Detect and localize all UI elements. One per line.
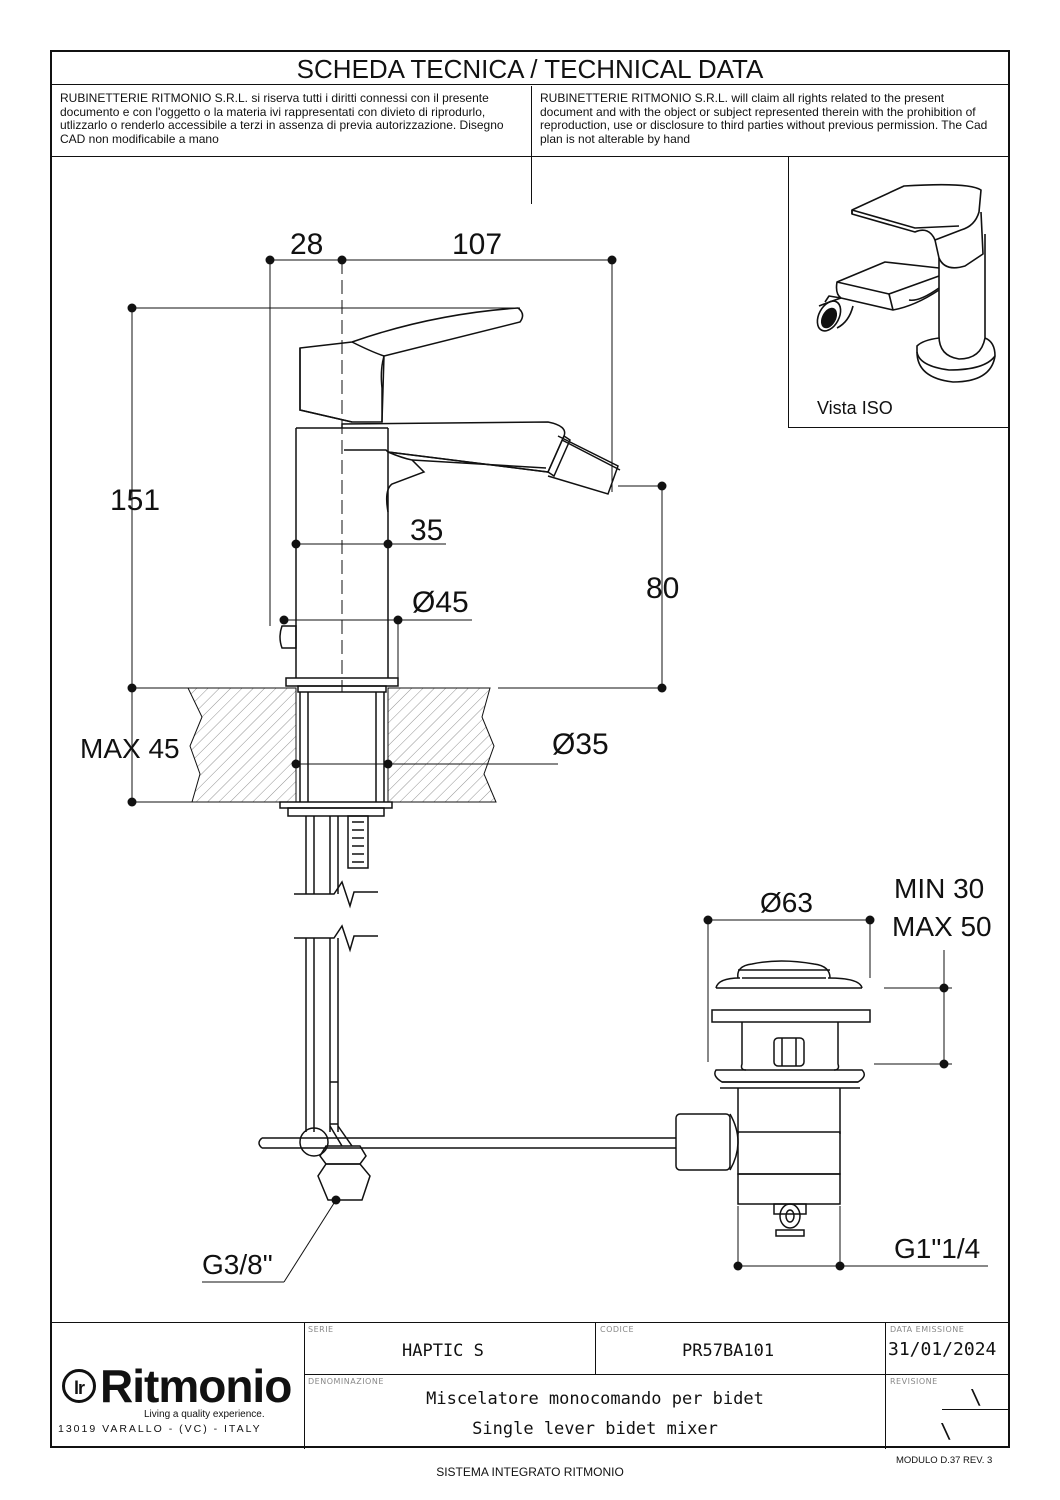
serie-value: HAPTIC S [402, 1341, 484, 1361]
data-emissione-label: DATA EMISSIONE [890, 1325, 965, 1334]
dim-151: 151 [110, 484, 160, 517]
logo-mark-icon: lr [62, 1369, 96, 1403]
denominazione-cell: DENOMINAZIONE Miscelatore monocomando pe… [304, 1375, 886, 1449]
dim-diameter-63: Ø63 [760, 887, 813, 918]
codice-label: CODICE [600, 1325, 635, 1334]
logo-tagline: Living a quality experience. [144, 1409, 265, 1420]
iso-view-label: Vista ISO [817, 398, 893, 418]
data-emissione-value: 31/01/2024 [888, 1339, 997, 1360]
company-logo: lr Ritmonio [62, 1359, 292, 1413]
denominazione-english: Single lever bidet mixer [472, 1419, 718, 1439]
dim-diameter-35: Ø35 [552, 728, 609, 761]
serie-cell: SERIE HAPTIC S [304, 1323, 596, 1375]
codice-value: PR57BA101 [682, 1341, 775, 1361]
denominazione-label: DENOMINAZIONE [308, 1377, 384, 1386]
dim-28: 28 [290, 228, 323, 261]
waste-dimension-lines [202, 919, 988, 1283]
denominazione-italian: Miscelatore monocomando per bidet [426, 1389, 764, 1409]
revisione-divider [942, 1409, 1008, 1410]
waste-dimension-points [331, 915, 949, 1271]
dim-g38-thread: G3/8" [202, 1249, 273, 1280]
mixer-outline [279, 307, 621, 1201]
dimension-lines [131, 259, 663, 803]
revisione-label: REVISIONE [890, 1377, 938, 1386]
company-logo-cell: lr Ritmonio Living a quality experience.… [52, 1323, 305, 1449]
codice-cell: CODICE PR57BA101 [596, 1323, 886, 1375]
revisione-value: \ [970, 1385, 983, 1409]
data-emissione-cell: DATA EMISSIONE 31/01/2024 [886, 1323, 1008, 1375]
module-code: MODULO D.37 REV. 3 [896, 1455, 993, 1466]
technical-drawing: 28 107 151 35 80 Ø45 MAX 45 Ø35 Ø63 MIN … [80, 228, 992, 1283]
dim-35: 35 [410, 514, 443, 547]
divider [52, 156, 1008, 157]
footer-system: SISTEMA INTEGRATO RITMONIO [436, 1465, 624, 1479]
iso-view-drawing [816, 183, 996, 383]
dim-max-45: MAX 45 [80, 733, 180, 764]
title-block: lr Ritmonio Living a quality experience.… [52, 1322, 1008, 1449]
revisione-cell: REVISIONE \ \ [886, 1375, 1008, 1449]
rights-notice-english: RUBINETTERIE RITMONIO S.R.L. will claim … [540, 91, 988, 146]
countertop-section [187, 687, 497, 803]
pop-up-waste [258, 960, 871, 1237]
dim-min-30: MIN 30 [894, 873, 984, 904]
logo-wordmark: Ritmonio [100, 1360, 292, 1412]
dim-107: 107 [452, 228, 502, 261]
serie-label: SERIE [308, 1325, 334, 1334]
dim-80: 80 [646, 572, 679, 605]
company-address: 13019 VARALLO - (VC) - ITALY [58, 1423, 262, 1435]
rights-notice-italian: RUBINETTERIE RITMONIO S.R.L. si riserva … [52, 86, 532, 204]
technical-sheet: SCHEDA TECNICA / TECHNICAL DATA RUBINETT… [50, 50, 1010, 1449]
iso-view-panel: Vista ISO [788, 156, 1009, 428]
dim-g114-thread: G1"1/4 [894, 1233, 980, 1264]
dim-diameter-45: Ø45 [412, 586, 469, 619]
sheet-title: SCHEDA TECNICA / TECHNICAL DATA [52, 52, 1008, 85]
revisione-value-second: \ [940, 1419, 953, 1443]
dim-max-50: MAX 50 [892, 911, 992, 942]
dimension-points [127, 255, 667, 807]
